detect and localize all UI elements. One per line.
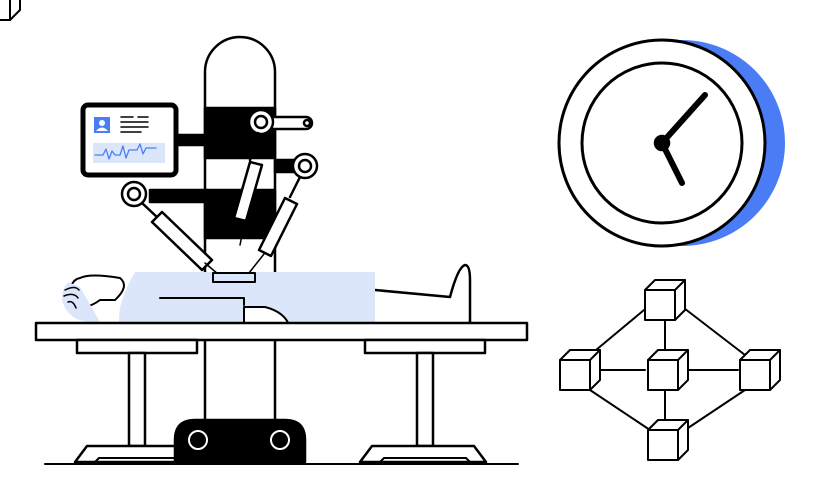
operating-table — [34, 321, 529, 465]
wheel-icon — [188, 430, 208, 450]
wheel-icon — [270, 430, 290, 450]
clock-icon — [557, 38, 785, 248]
vitals-monitor — [80, 102, 179, 178]
blockchain-network-icon — [0, 0, 781, 461]
robotic-arms — [120, 108, 319, 281]
patient — [62, 263, 472, 328]
